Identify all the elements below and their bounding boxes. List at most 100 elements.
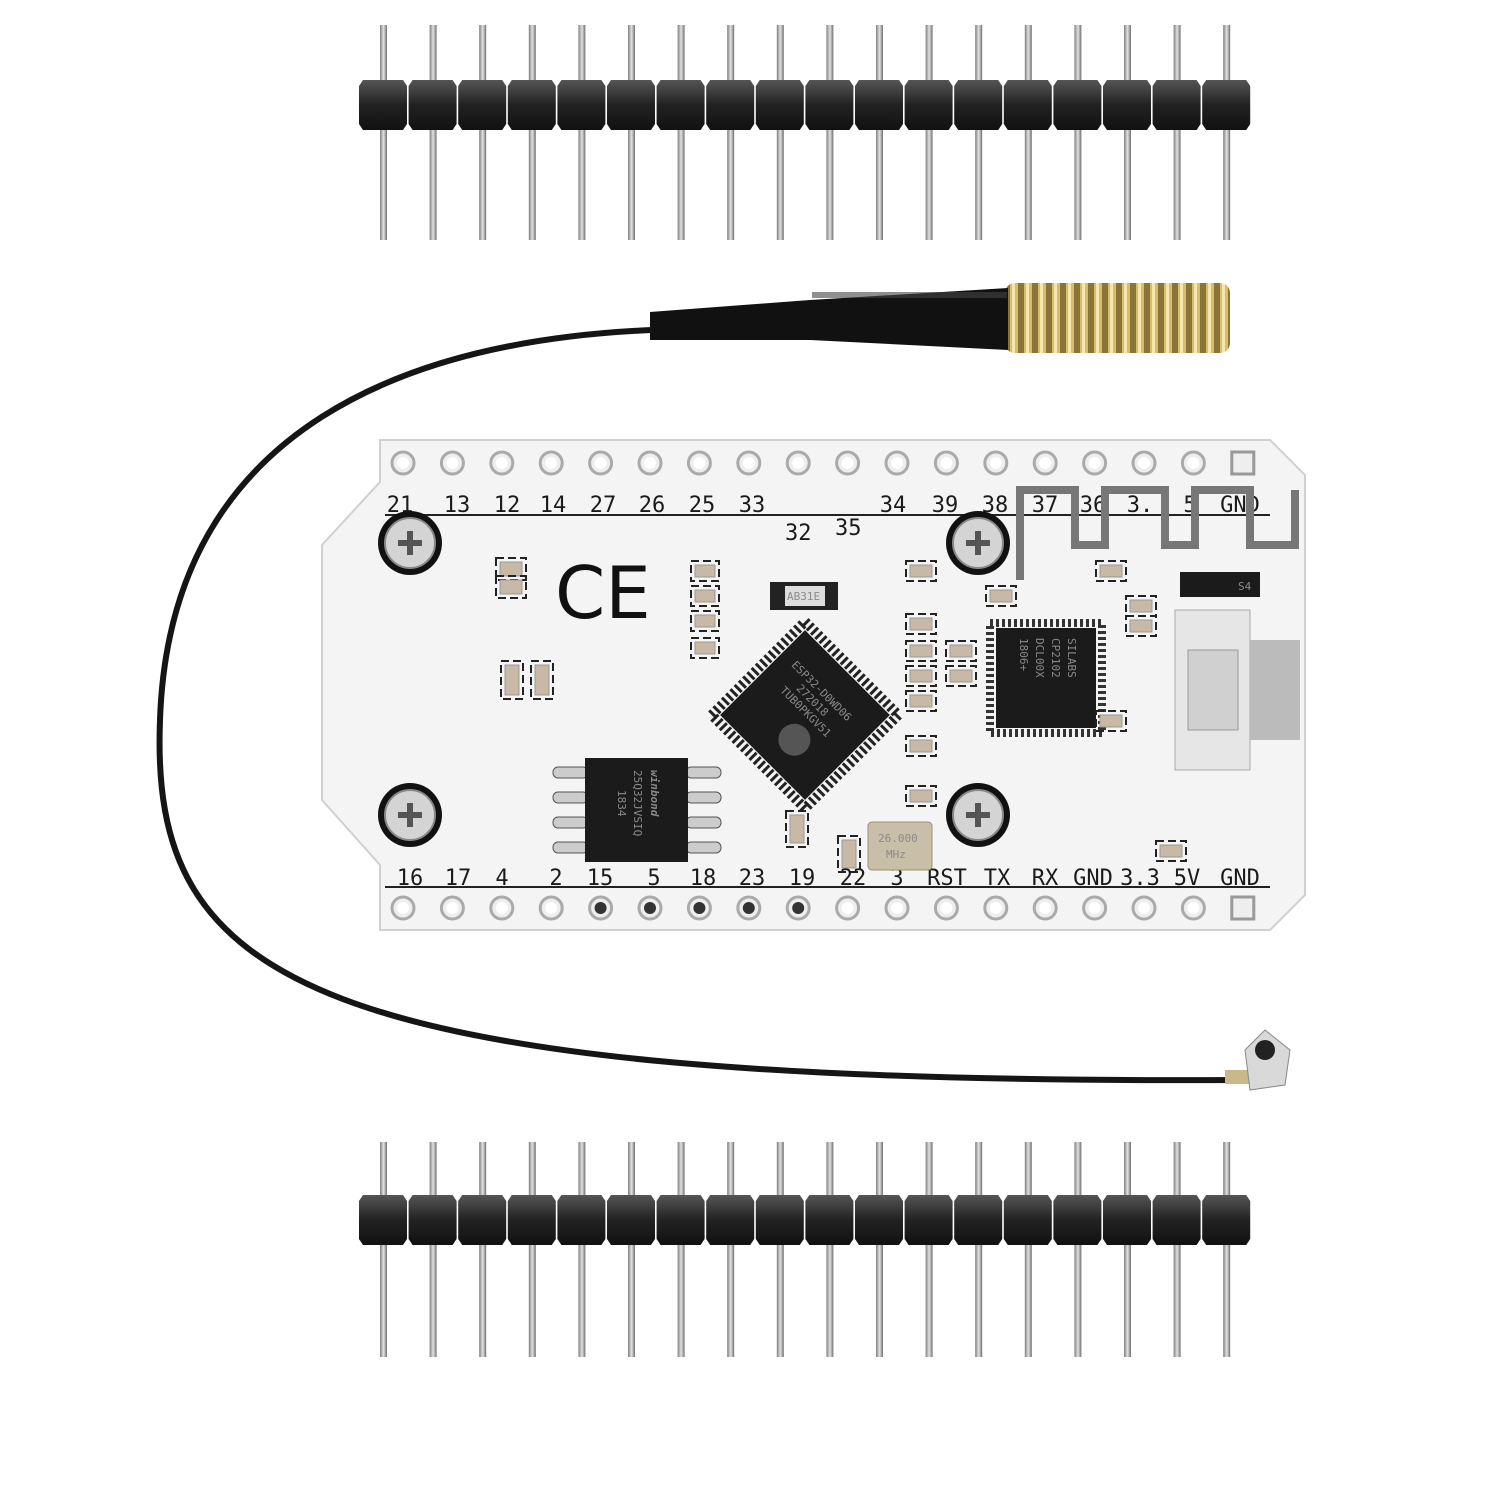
header-plastic — [706, 1195, 755, 1245]
bottom-header-holes — [390, 895, 1256, 921]
header-pin — [429, 25, 437, 240]
smd-pad-outline — [785, 810, 809, 848]
flash-chip: winbond 25Q32JVSIQ 1834 — [552, 758, 722, 862]
smd-pad-outline — [905, 665, 937, 687]
ce-mark: CE — [555, 551, 651, 635]
header-pin — [1024, 1142, 1032, 1357]
top-pin-header — [359, 25, 1251, 240]
smd-capacitor — [1099, 564, 1123, 578]
svg-text:SILABS: SILABS — [1065, 638, 1078, 678]
smd-pad-outline — [985, 585, 1017, 607]
pin-label: 3. — [1127, 493, 1154, 518]
header-pin — [628, 25, 635, 240]
header-plastic — [755, 80, 804, 130]
label-32: 32 — [785, 521, 812, 546]
smd-pad-outline — [905, 640, 937, 662]
smd-capacitor — [909, 789, 933, 803]
smd-capacitor — [909, 644, 933, 658]
pin-label: 12 — [494, 493, 521, 518]
header-pin — [975, 1142, 983, 1357]
flash-leg — [685, 816, 722, 829]
header-plastic — [1103, 1195, 1151, 1245]
pin-label: 4 — [495, 866, 508, 891]
header-pin — [975, 25, 983, 240]
smd-passives — [495, 557, 1187, 873]
svg-text:MHz: MHz — [886, 848, 906, 861]
pin-label: GND — [1073, 866, 1113, 891]
header-plastic — [1003, 80, 1052, 130]
ufl-connector — [1225, 1029, 1291, 1091]
header-plastic — [607, 80, 655, 130]
smd-pad-outline — [495, 575, 527, 599]
antenna-spring — [1005, 283, 1230, 353]
antenna-cable — [156, 327, 1241, 1084]
smd-pad-outline — [1155, 840, 1187, 862]
smd-capacitor — [1159, 844, 1183, 858]
header-pin — [776, 25, 784, 240]
header-plastic — [904, 1195, 953, 1245]
header-plastic — [805, 80, 854, 130]
screw-cross — [966, 531, 990, 555]
svg-text:25Q32JVSIQ: 25Q32JVSIQ — [631, 770, 644, 836]
smd-capacitor — [909, 669, 933, 683]
pin-label: 34 — [880, 493, 907, 518]
smd-capacitor — [841, 839, 857, 869]
smd-pad-outline — [905, 735, 937, 757]
header-plastic — [805, 1195, 854, 1245]
top-header-holes — [390, 450, 1256, 476]
svg-text:S4: S4 — [1238, 580, 1252, 593]
smd-pad-outline — [690, 585, 720, 607]
header-plastic — [904, 80, 953, 130]
pin-label: 3 — [890, 866, 903, 891]
header-pin — [1124, 1142, 1131, 1357]
header-pin — [1173, 25, 1181, 240]
header-plastic — [1053, 1195, 1102, 1245]
pin-label: 25 — [689, 493, 716, 518]
pin-label: 18 — [690, 866, 717, 891]
pin-label: 39 — [932, 493, 959, 518]
header-plastic — [1152, 80, 1201, 130]
header-pin — [727, 25, 735, 240]
smd-pad-outline — [690, 637, 720, 659]
header-plastic — [1053, 80, 1102, 130]
pin-label: 2 — [549, 866, 562, 891]
diode: S4 — [1180, 572, 1260, 597]
smd-capacitor — [1099, 714, 1123, 728]
header-pin — [677, 25, 685, 240]
smd-capacitor — [694, 641, 716, 655]
pin-label: 13 — [444, 493, 471, 518]
header-pin — [1173, 1142, 1181, 1357]
header-plastic — [755, 1195, 804, 1245]
header-plastic — [408, 80, 457, 130]
smd-pad-outline — [1095, 560, 1127, 582]
espressif-logo — [778, 723, 811, 756]
header-plastic — [1152, 1195, 1201, 1245]
pin-label: 19 — [789, 866, 816, 891]
header-pin — [578, 1142, 586, 1357]
smd-capacitor — [909, 564, 933, 578]
header-pin — [876, 1142, 883, 1357]
smd-pad-outline — [945, 640, 977, 662]
screw-cross — [966, 803, 990, 827]
svg-text:1834: 1834 — [615, 790, 628, 817]
header-pin — [1074, 1142, 1082, 1357]
pin-label: 26 — [639, 493, 666, 518]
header-plastic — [359, 80, 407, 130]
header-plastic — [706, 80, 755, 130]
header-pin — [925, 1142, 933, 1357]
pin-label: 15 — [587, 866, 614, 891]
label-35: 35 — [835, 516, 862, 541]
smd-capacitor — [504, 664, 520, 696]
header-plastic — [656, 80, 705, 130]
header-pin — [925, 25, 933, 240]
svg-text:DCL00X: DCL00X — [1033, 638, 1046, 678]
header-pin — [1223, 25, 1231, 240]
header-plastic — [557, 80, 606, 130]
header-pin — [1024, 25, 1032, 240]
header-hole — [1230, 895, 1256, 921]
header-pin — [876, 25, 883, 240]
pin-label: 14 — [540, 493, 567, 518]
smd-pad-outline — [690, 610, 720, 632]
